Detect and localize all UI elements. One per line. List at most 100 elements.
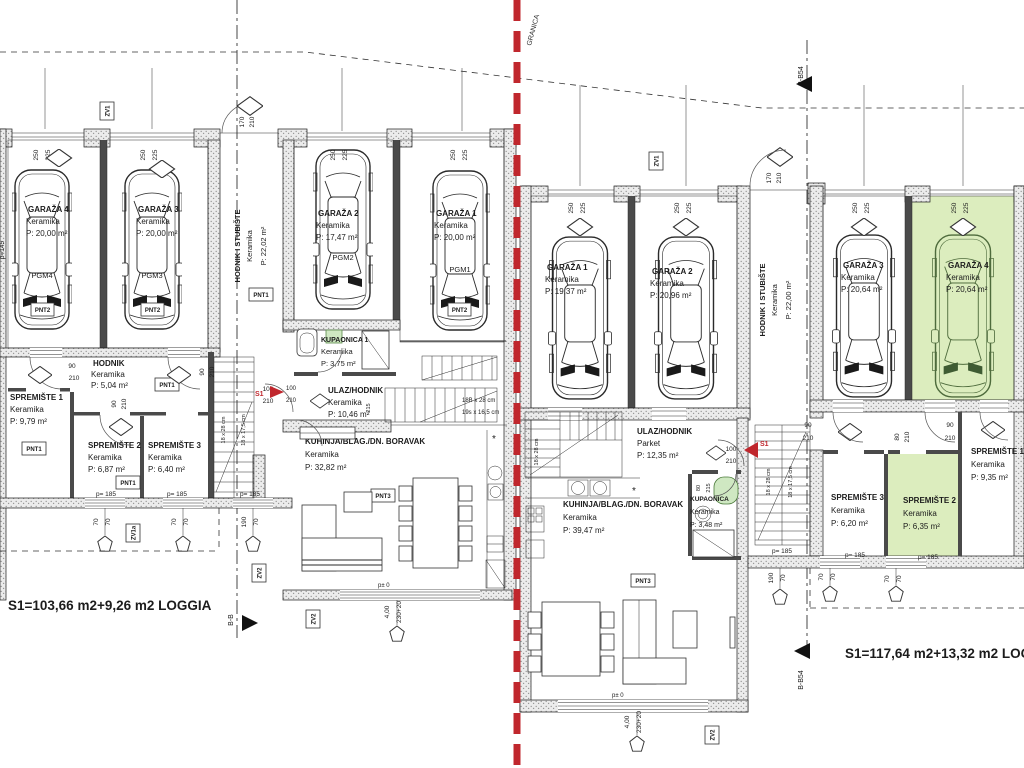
svg-text:PNT3: PNT3 bbox=[635, 579, 651, 585]
svg-text:HODNIK: HODNIK bbox=[93, 359, 125, 368]
svg-text:P: 9,79 m²: P: 9,79 m² bbox=[10, 417, 47, 426]
svg-text:Keramika: Keramika bbox=[563, 513, 597, 522]
svg-text:P: 10,46 m²: P: 10,46 m² bbox=[328, 410, 370, 419]
svg-text:ULAZ/HODNIK: ULAZ/HODNIK bbox=[637, 427, 692, 436]
svg-text:90: 90 bbox=[68, 363, 76, 370]
spremiste2-highlight bbox=[888, 454, 958, 556]
hodnik-stubiste-label-right: HODNIK I STUBIŠTE Keramika P: 22,00 m² bbox=[758, 264, 793, 337]
svg-text:SPREMIŠTE 1: SPREMIŠTE 1 bbox=[10, 393, 63, 402]
svg-text:210: 210 bbox=[263, 398, 274, 405]
pnt2-badges: PNT2 PNT2 PNT2 bbox=[30, 302, 472, 317]
svg-text:GARAŽA 4: GARAŽA 4 bbox=[948, 261, 989, 270]
svg-text:S1: S1 bbox=[255, 391, 264, 398]
summary-left: S1=103,66 m2+9,26 m2 LOGGIA bbox=[8, 598, 212, 613]
svg-text:70: 70 bbox=[171, 518, 178, 526]
svg-text:P: 5,04 m²: P: 5,04 m² bbox=[91, 381, 128, 390]
svg-text:GARAŽA 3: GARAŽA 3 bbox=[843, 261, 884, 270]
svg-text:PNT2: PNT2 bbox=[35, 308, 51, 314]
kupaonica-left: KUPAONICA 1 Keramika P: 3,75 m² bbox=[296, 328, 390, 370]
svg-text:Keramika: Keramika bbox=[971, 460, 1005, 469]
svg-text:p= 185: p= 185 bbox=[240, 491, 260, 498]
svg-text:PNT2: PNT2 bbox=[145, 308, 161, 314]
svg-text:*: * bbox=[632, 486, 636, 497]
svg-text:B-B54: B-B54 bbox=[798, 670, 805, 690]
svg-text:KUHINJA/BLAG./DN. BORAVAK: KUHINJA/BLAG./DN. BORAVAK bbox=[563, 500, 683, 509]
spremiste1-label: SPREMIŠTE 1 Keramika P: 9,79 m² PNT1 bbox=[10, 393, 63, 456]
svg-text:PNT1: PNT1 bbox=[159, 383, 175, 389]
svg-text:P: 6,35 m²: P: 6,35 m² bbox=[903, 522, 940, 531]
svg-text:70: 70 bbox=[93, 518, 100, 526]
svg-text:210: 210 bbox=[803, 435, 814, 442]
svg-text:Keramika: Keramika bbox=[10, 405, 44, 414]
right-door-arcs bbox=[713, 149, 1009, 497]
svg-text:100: 100 bbox=[263, 386, 274, 393]
svg-text:ZV2: ZV2 bbox=[312, 613, 318, 625]
svg-text:18B x 28 cm: 18B x 28 cm bbox=[462, 398, 495, 404]
section-marker-bb54: B-B54 B-B54 bbox=[794, 66, 812, 690]
svg-text:18 x 28 cm: 18 x 28 cm bbox=[534, 438, 540, 465]
svg-text:p= 185: p= 185 bbox=[167, 491, 187, 498]
svg-text:90: 90 bbox=[946, 422, 954, 429]
right-window-markers: 70 70 70 70 190 70 4,00 230+20 bbox=[624, 568, 904, 752]
svg-text:Keramika: Keramika bbox=[305, 450, 339, 459]
left-window-markers: 70 70 70 70 190 70 4,00 230+20 bbox=[93, 508, 405, 642]
svg-text:SPREMIŠTE 3: SPREMIŠTE 3 bbox=[831, 493, 884, 502]
car-r-garage2 bbox=[654, 236, 718, 400]
svg-text:PNT1: PNT1 bbox=[253, 293, 269, 299]
svg-text:HODNIK I STUBIŠTE: HODNIK I STUBIŠTE bbox=[758, 264, 767, 337]
svg-text:P: 20,00 m²: P: 20,00 m² bbox=[26, 229, 68, 238]
garage3-label: GARAŽA 3 Keramika P: 20,00 m² PGM3 bbox=[136, 205, 179, 280]
svg-text:Keramika: Keramika bbox=[136, 217, 170, 226]
kupaonica-right: KUPAONICA Keramika P: 3,48 m² 80 215 bbox=[688, 470, 741, 560]
stairs-left-entry: 18B x 28 cm 19s x 16,5 cm 215 bbox=[366, 355, 499, 423]
svg-text:KUHINJA/BLAG./DN. BORAVAK: KUHINJA/BLAG./DN. BORAVAK bbox=[305, 437, 425, 446]
svg-text:70: 70 bbox=[896, 575, 903, 583]
svg-text:250: 250 bbox=[33, 149, 40, 160]
svg-text:PGM2: PGM2 bbox=[332, 253, 353, 262]
svg-text:Keramika: Keramika bbox=[316, 221, 350, 230]
svg-text:Keramika: Keramika bbox=[328, 398, 362, 407]
svg-text:100: 100 bbox=[726, 446, 737, 453]
svg-text:Keramika: Keramika bbox=[321, 347, 354, 356]
spremiste3-label: SPREMIŠTE 3 Keramika P: 6,40 m² bbox=[148, 441, 201, 474]
svg-text:18 x 17,5 cm: 18 x 17,5 cm bbox=[788, 466, 794, 498]
svg-text:PNT3: PNT3 bbox=[375, 494, 391, 500]
svg-text:P: 3,48 m²: P: 3,48 m² bbox=[690, 522, 723, 529]
ulaz-left: ULAZ/HODNIK Keramika P: 10,46 m² 100 210 bbox=[286, 386, 383, 419]
svg-text:225: 225 bbox=[864, 202, 871, 213]
svg-text:225: 225 bbox=[342, 149, 349, 160]
svg-text:210: 210 bbox=[945, 435, 956, 442]
spremiste2-label: SPREMIŠTE 2 Keramika P: 6,87 m² PNT1 bbox=[88, 441, 141, 490]
svg-text:P: 3,75 m²: P: 3,75 m² bbox=[321, 359, 356, 368]
svg-text:210: 210 bbox=[286, 398, 297, 404]
svg-text:Keramika: Keramika bbox=[831, 506, 865, 515]
hodnik-label: HODNIK Keramika P: 5,04 m² bbox=[91, 359, 128, 390]
svg-text:ZV2: ZV2 bbox=[711, 729, 717, 741]
svg-text:Keramika: Keramika bbox=[946, 273, 980, 282]
svg-text:90: 90 bbox=[111, 400, 118, 408]
svg-text:Keramika: Keramika bbox=[545, 275, 579, 284]
section-marker-bb: B-B bbox=[228, 614, 258, 631]
svg-text:ZV1a: ZV1a bbox=[132, 525, 138, 540]
svg-text:80: 80 bbox=[696, 485, 702, 491]
svg-text:PNT1: PNT1 bbox=[120, 481, 136, 487]
svg-text:ZV1: ZV1 bbox=[655, 155, 661, 167]
garage2-label: GARAŽA 2 Keramika P: 17,47 m² PGM2 bbox=[316, 209, 359, 262]
svg-text:225: 225 bbox=[45, 149, 52, 160]
svg-text:70: 70 bbox=[780, 574, 787, 582]
svg-text:215: 215 bbox=[706, 483, 712, 492]
svg-text:90: 90 bbox=[199, 368, 206, 376]
svg-text:100: 100 bbox=[286, 386, 297, 392]
svg-text:SPREMIŠTE 2: SPREMIŠTE 2 bbox=[903, 496, 956, 505]
svg-text:Keramika: Keramika bbox=[770, 283, 779, 316]
garage4-label: GARAŽA 4 Keramika P: 20,00 m² PGM4 bbox=[26, 205, 69, 280]
r-garage2-label: GARAŽA 2 Keramika P: 20,96 m² bbox=[650, 267, 693, 300]
svg-text:PGM4: PGM4 bbox=[31, 271, 52, 280]
svg-text:19s x 16,5 cm: 19s x 16,5 cm bbox=[462, 410, 499, 416]
svg-text:Keramika: Keramika bbox=[245, 229, 254, 262]
svg-text:PNT1: PNT1 bbox=[26, 447, 42, 453]
svg-text:P: 22,02 m²: P: 22,02 m² bbox=[259, 226, 268, 265]
svg-text:SPREMIŠTE 1: SPREMIŠTE 1 bbox=[971, 447, 1024, 456]
svg-text:250: 250 bbox=[674, 202, 681, 213]
svg-text:SPREMIŠTE 2: SPREMIŠTE 2 bbox=[88, 441, 141, 450]
